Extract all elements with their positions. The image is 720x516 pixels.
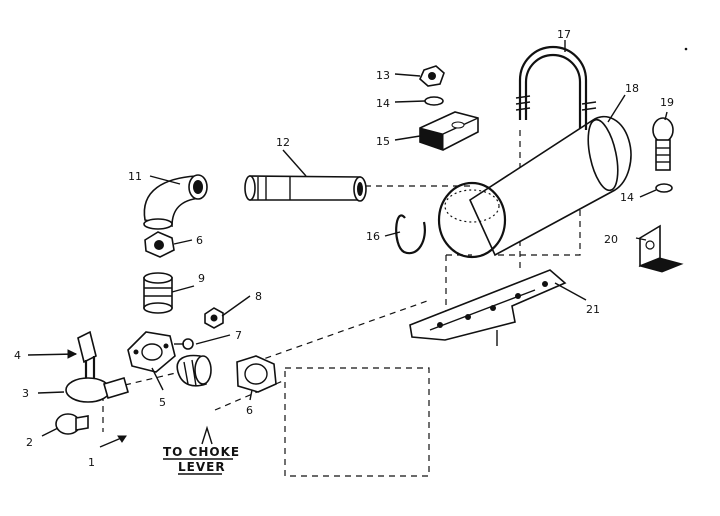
manifold-flange (127, 331, 176, 373)
outlet-elbow (176, 354, 212, 387)
hanger-hook (395, 214, 426, 255)
callout-14-upper: 14 (376, 97, 390, 110)
leader-lines (27, 40, 668, 448)
drain-plug (55, 413, 89, 435)
inlet-fitting (77, 330, 97, 382)
lock-washer (174, 338, 194, 350)
note-line-2: LEVER (178, 460, 226, 474)
elbow-pipe (143, 174, 208, 230)
angle-bracket (638, 224, 684, 273)
flange-gasket-lower (236, 355, 277, 393)
callout-8: 8 (255, 290, 262, 303)
muffler-body (437, 115, 632, 259)
callout-7: 7 (235, 329, 242, 342)
clamp-bracket (419, 111, 479, 151)
callout-20: 20 (604, 233, 618, 246)
mounting-bolt (652, 117, 674, 171)
callout-14-right: 14 (620, 191, 634, 204)
callout-6-upper: 6 (196, 234, 203, 247)
callout-16: 16 (366, 230, 380, 243)
dashed-projection-lines (102, 130, 581, 477)
callout-18: 18 (625, 82, 639, 95)
callout-13: 13 (376, 69, 390, 82)
adapter-flange (65, 377, 129, 403)
callout-21: 21 (586, 303, 600, 316)
clamp-washer (424, 96, 444, 106)
callout-12: 12 (276, 136, 290, 149)
callout-labels: 1 2 3 4 5 6 6 7 8 9 11 12 13 14 14 15 16… (14, 28, 674, 469)
flange-gasket-upper (144, 231, 175, 258)
callout-9: 9 (198, 272, 205, 285)
hex-nut (204, 307, 224, 329)
pipe-coupling (143, 272, 173, 314)
callout-6-lower: 6 (246, 404, 253, 417)
bolt-washer (655, 183, 673, 193)
u-bolt (515, 45, 597, 130)
callout-3: 3 (22, 387, 29, 400)
exhaust-pipe (244, 175, 367, 202)
callout-11: 11 (128, 170, 142, 183)
note-line-1: TO CHOKE (163, 445, 240, 459)
callout-1: 1 (88, 456, 95, 469)
callout-17: 17 (557, 28, 571, 41)
callout-2: 2 (26, 436, 33, 449)
callout-5: 5 (159, 396, 166, 409)
clamp-nut (419, 65, 445, 87)
callout-15: 15 (376, 135, 390, 148)
base-plate (409, 269, 567, 346)
callout-4: 4 (14, 349, 21, 362)
choke-lever-note: TO CHOKE LEVER (163, 425, 240, 475)
callout-19: 19 (660, 96, 674, 109)
